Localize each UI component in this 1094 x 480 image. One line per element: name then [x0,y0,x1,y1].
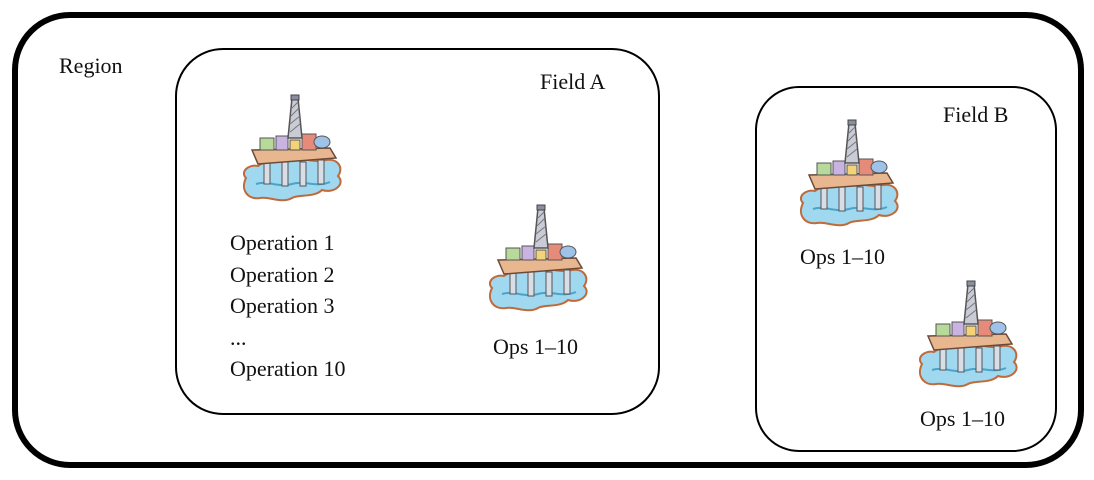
field-b-container [755,86,1057,452]
operation-item: Operation 2 [230,261,335,287]
region-container [12,12,1084,468]
oil-platform-icon [914,280,1022,392]
operation-ellipsis: ... [230,324,247,350]
field-a-container [175,48,660,415]
ops-label: Ops 1–10 [800,244,885,269]
field-b-label: Field B [943,102,1009,127]
ops-label: Ops 1–10 [493,334,578,359]
operations-list: Operation 1 Operation 2 Operation 3 ... … [230,227,345,385]
oil-platform-icon [795,119,903,231]
operation-item: Operation 1 [230,230,335,255]
oil-platform-icon [484,204,592,316]
region-label: Region [59,53,123,78]
field-a-label: Field A [540,69,606,94]
operation-item: Operation 10 [230,356,346,381]
ops-label: Ops 1–10 [920,406,1005,431]
oil-platform-icon [238,94,346,206]
operation-item: Operation 3 [230,293,335,318]
